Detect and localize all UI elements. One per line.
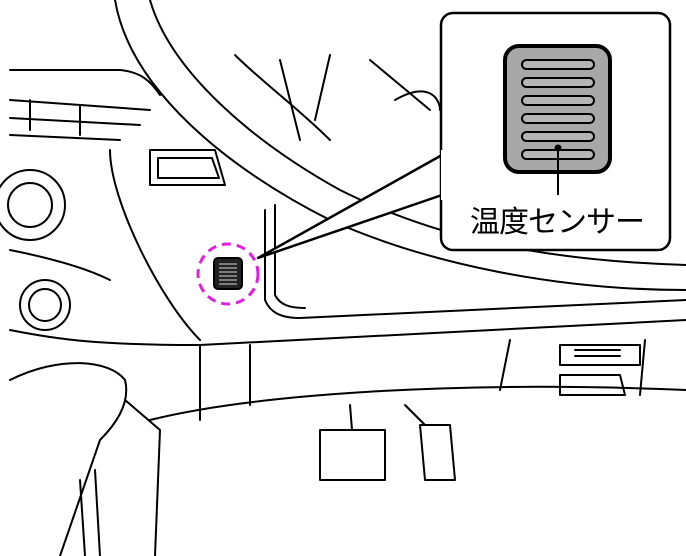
callout-label: 温度センサー bbox=[470, 205, 645, 240]
temperature-sensor-location bbox=[196, 242, 260, 306]
callout-pointer bbox=[256, 153, 444, 260]
temperature-sensor-enlarged bbox=[503, 44, 612, 195]
